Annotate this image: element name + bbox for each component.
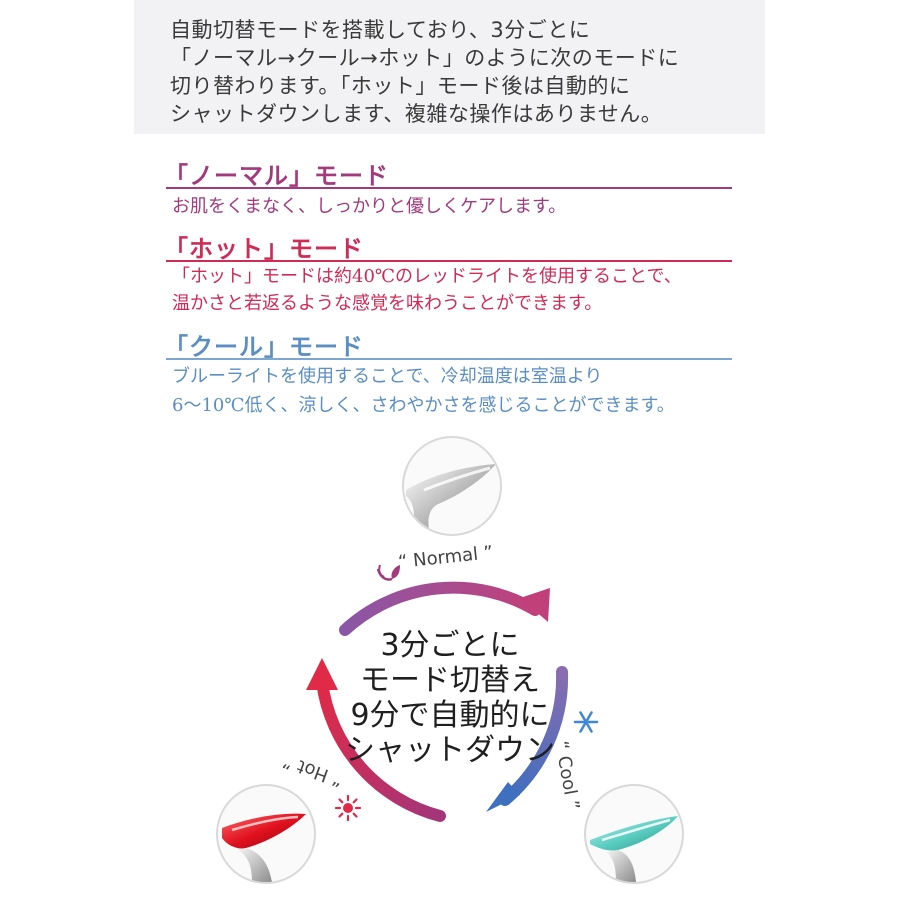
arrow-head-cool-to-hot [486,782,520,812]
sun-icon [334,794,362,822]
center-text-line-2: モード切替え [360,663,540,698]
arrow-head-normal-to-cool [520,588,550,622]
hot-mode-divider [166,260,732,262]
cool-device-image [584,784,684,884]
center-text-line-3: 9分で自動的に [350,698,550,733]
center-text-line-1: 3分ごとに [380,628,520,663]
intro-line-3: 切り替わります。「ホット」モード後は自動的に [170,74,631,98]
normal-mode-divider [166,187,732,189]
leaf-icon [376,564,400,581]
arrow-cool-to-hot [499,666,569,806]
hot-device-image [216,784,316,884]
intro-line-1: 自動切替モードを搭載しており、3分ごとに [170,18,591,42]
snowflake-icon [573,711,599,733]
arrow-head-hot-to-normal [306,658,338,690]
hot-mode-desc-line-2: 温かさと若返るような感覚を味わうことができます。 [172,293,603,314]
arrow-hot-to-normal [316,676,446,822]
normal-mode-desc-line-1: お肌をくまなく、しっかりと優しくケアします。 [172,196,567,217]
hot-mode-title: 「ホット」モード [164,235,364,263]
cool-mode-desc-line-1: ブルーライトを使用することで、冷却温度は室温より [172,366,603,387]
intro-box [134,0,765,134]
center-text-line-4: シャットダウン [345,733,555,768]
hot-mode-desc-line-1: 「ホット」モードは約40℃のレッドライトを使用することで、 [172,266,682,287]
intro-line-2: 「ノーマル→クール→ホット」のように次のモードに [170,46,680,70]
cool-mode-divider [166,358,732,360]
intro-line-4: シャットダウンします、複雑な操作はありません。 [170,102,663,126]
normal-device-image [402,436,502,536]
arrow-normal-to-cool [339,581,541,636]
normal-mode-title: 「ノーマル」モード [164,162,389,190]
cool-mode-title: 「クール」モード [164,333,364,361]
cool-mode-desc-line-2: 6～10℃低く、涼しく、さわやかさを感じることができます。 [172,395,675,416]
